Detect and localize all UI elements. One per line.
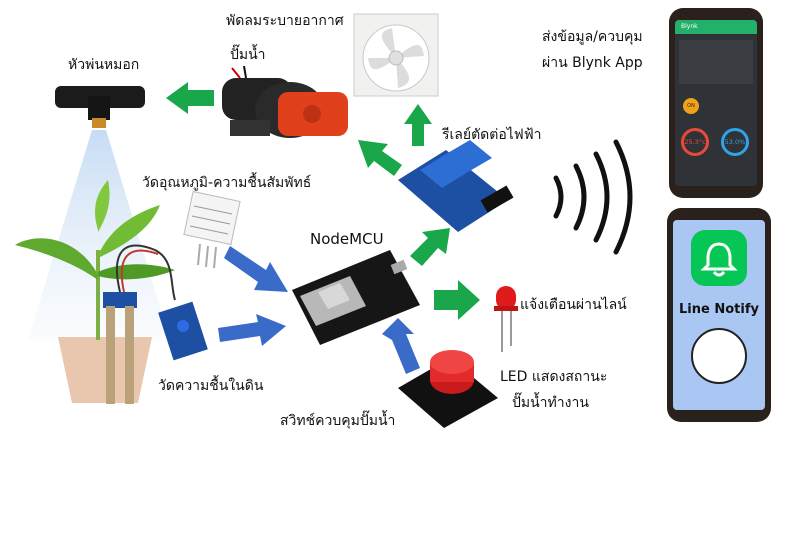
nodemcu-board-icon — [292, 250, 420, 345]
label-relay: รีเลย์ตัดต่อไฟฟ้า — [442, 127, 542, 143]
blynk-header: Blynk — [675, 20, 757, 34]
sprayer-icon — [55, 86, 145, 128]
blynk-chart — [679, 40, 753, 84]
label-soil: วัดความชื้นในดิน — [158, 378, 264, 394]
mascot-face-icon — [691, 328, 747, 384]
green-arrows — [166, 82, 480, 320]
label-led-line1: LED แสดงสถานะ — [500, 369, 608, 385]
arrow-dht-to-nodemcu — [224, 246, 288, 292]
push-button-icon — [398, 350, 498, 428]
gauge-humidity: 53.0% — [721, 128, 749, 156]
arrow-pump-to-sprayer — [166, 82, 214, 114]
gauge-temperature: 25.3°c — [681, 128, 709, 156]
label-led-line2: ปั๊มน้ำทำงาน — [512, 395, 589, 411]
line-phone: Line Notify — [667, 208, 771, 422]
exhaust-fan-icon — [353, 13, 439, 97]
blue-arrows — [218, 246, 420, 374]
label-fan: พัดลมระบายอากาศ — [226, 13, 344, 29]
label-blynk-line1: ส่งข้อมูล/ควบคุม — [542, 29, 643, 45]
blynk-screen: Blynk ON 25.3°c 53.0% — [675, 20, 757, 186]
wireless-signal-icon — [553, 139, 633, 255]
label-pump: ปั๊มน้ำ — [230, 47, 266, 63]
line-screen: Line Notify — [673, 220, 765, 410]
arrow-soil-to-nodemcu — [218, 314, 286, 346]
bell-icon — [700, 242, 738, 277]
label-nodemcu: NodeMCU — [310, 230, 384, 248]
label-sprayer: หัวพ่นหมอก — [68, 57, 140, 73]
pump-icon — [222, 65, 348, 138]
arrow-nodemcu-to-led — [434, 280, 480, 320]
label-line-alert: แจ้งเตือนผ่านไลน์ — [520, 297, 627, 313]
mist-cone — [28, 130, 170, 340]
label-blynk-line2: ผ่าน Blynk App — [542, 55, 643, 71]
blynk-on-button[interactable]: ON — [683, 98, 699, 114]
relay-module-icon — [398, 140, 514, 232]
arrow-nodemcu-to-relay — [410, 228, 450, 266]
line-bell-badge — [691, 230, 747, 286]
arrow-relay-to-fan — [404, 104, 432, 146]
label-switch: สวิทช์ควบคุมปั๊มน้ำ — [280, 413, 396, 429]
arrow-switch-to-nodemcu — [382, 318, 420, 374]
label-temp-sensor: วัดอุณหภูมิ-ความชื้นสัมพัทธ์ — [142, 175, 312, 191]
soil-probe-icon — [103, 244, 208, 404]
led-icon — [494, 286, 518, 352]
blynk-phone: Blynk ON 25.3°c 53.0% — [669, 8, 763, 198]
arrow-relay-to-pump — [358, 140, 402, 176]
dht-sensor-icon — [183, 190, 241, 269]
line-notify-title: Line Notify — [679, 302, 759, 317]
